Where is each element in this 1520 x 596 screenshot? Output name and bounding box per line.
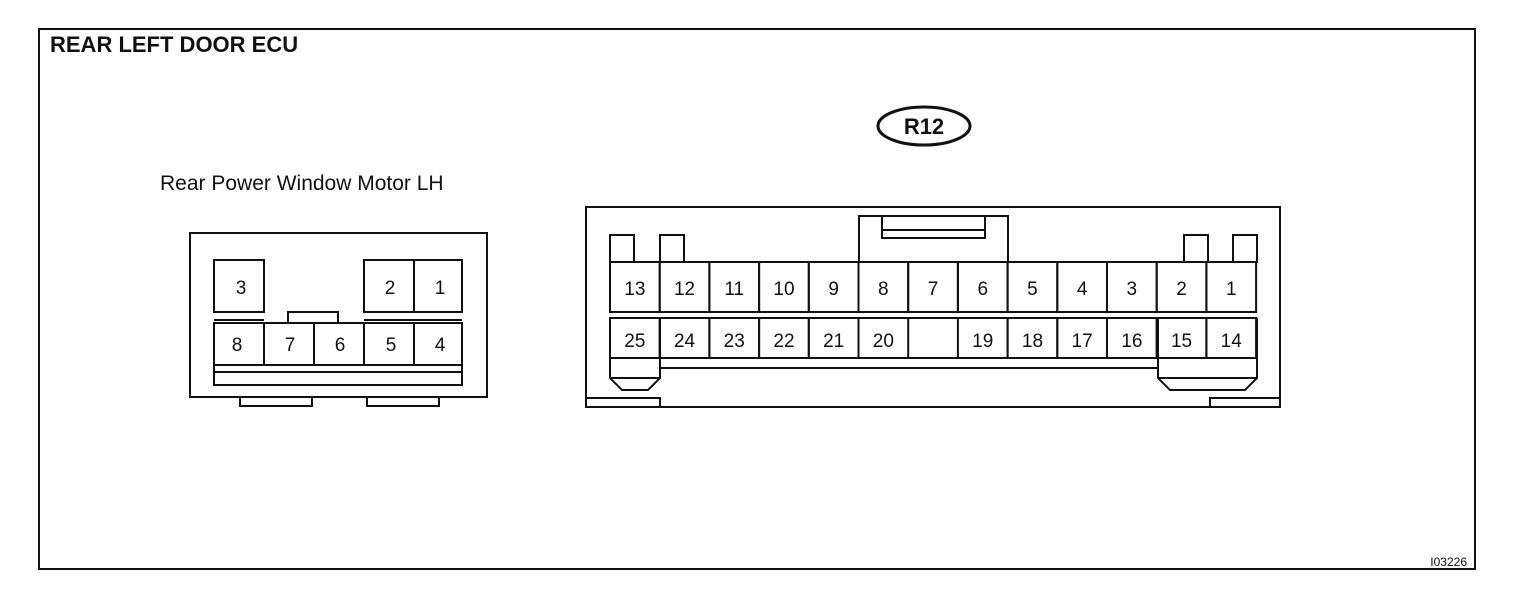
ecu-pin: 13 — [624, 279, 645, 300]
ecu-connector-id-badge: R12 — [876, 105, 972, 147]
motor-pin: 3 — [236, 278, 247, 299]
motor-pin: 7 — [285, 335, 296, 356]
ecu-pin: 6 — [977, 279, 988, 300]
ecu-pin: 17 — [1072, 331, 1093, 352]
ecu-pin-cell — [857, 317, 910, 359]
ecu-pin: 12 — [674, 279, 695, 300]
diagram-title: REAR LEFT DOOR ECU — [50, 32, 298, 57]
ecu-pin: 16 — [1121, 331, 1142, 352]
motor-pin: 1 — [435, 278, 446, 299]
ecu-pin: 8 — [878, 279, 889, 300]
ecu-pin: 21 — [823, 331, 844, 352]
motor-connector: 3 2 1 8 7 6 5 4 — [189, 232, 488, 407]
ecu-pin: 15 — [1171, 331, 1192, 352]
ecu-pin: 22 — [773, 331, 794, 352]
motor-pin: 5 — [386, 335, 397, 356]
motor-pin: 4 — [435, 335, 446, 356]
ecu-pin-cell — [1205, 261, 1258, 313]
ecu-pin: 18 — [1022, 331, 1043, 352]
motor-pin: 2 — [385, 278, 396, 299]
ecu-pin: 25 — [624, 331, 645, 352]
ecu-pin: 10 — [773, 279, 794, 300]
ecu-pin: 14 — [1221, 331, 1243, 352]
motor-connector-label: Rear Power Window Motor LH — [160, 172, 444, 195]
ecu-pin: 2 — [1176, 279, 1187, 300]
ecu-pin: 24 — [674, 331, 696, 352]
ecu-pin: 4 — [1077, 279, 1088, 300]
ecu-pin: 23 — [724, 331, 745, 352]
ecu-pin: 7 — [928, 279, 939, 300]
ecu-pin: 19 — [972, 331, 993, 352]
diagram-frame — [38, 28, 1476, 570]
ecu-pin: 1 — [1226, 279, 1237, 300]
ecu-pin: 5 — [1027, 279, 1038, 300]
motor-pin: 6 — [335, 335, 346, 356]
ecu-pin: 3 — [1127, 279, 1138, 300]
ecu-pin: 20 — [873, 331, 894, 352]
ecu-connector-id: R12 — [904, 114, 944, 139]
ecu-pin-cell — [1205, 317, 1258, 359]
ecu-pin: 11 — [724, 279, 744, 300]
image-code: I03226 — [1430, 555, 1467, 569]
ecu-pin: 9 — [828, 279, 839, 300]
motor-pin: 8 — [232, 335, 243, 356]
